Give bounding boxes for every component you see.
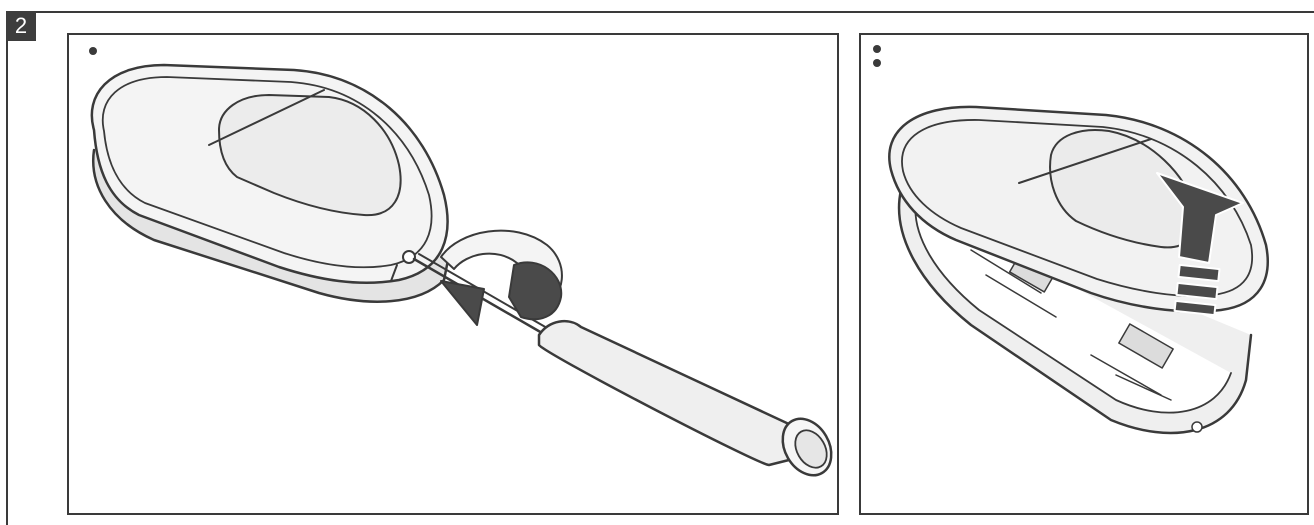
- step-number-badge: 2: [6, 11, 36, 41]
- panel-left: [67, 33, 839, 515]
- illustration-left: [69, 35, 837, 513]
- detector-icon: [92, 65, 449, 302]
- illustration-right: [861, 35, 1307, 513]
- panel-right: [859, 33, 1309, 515]
